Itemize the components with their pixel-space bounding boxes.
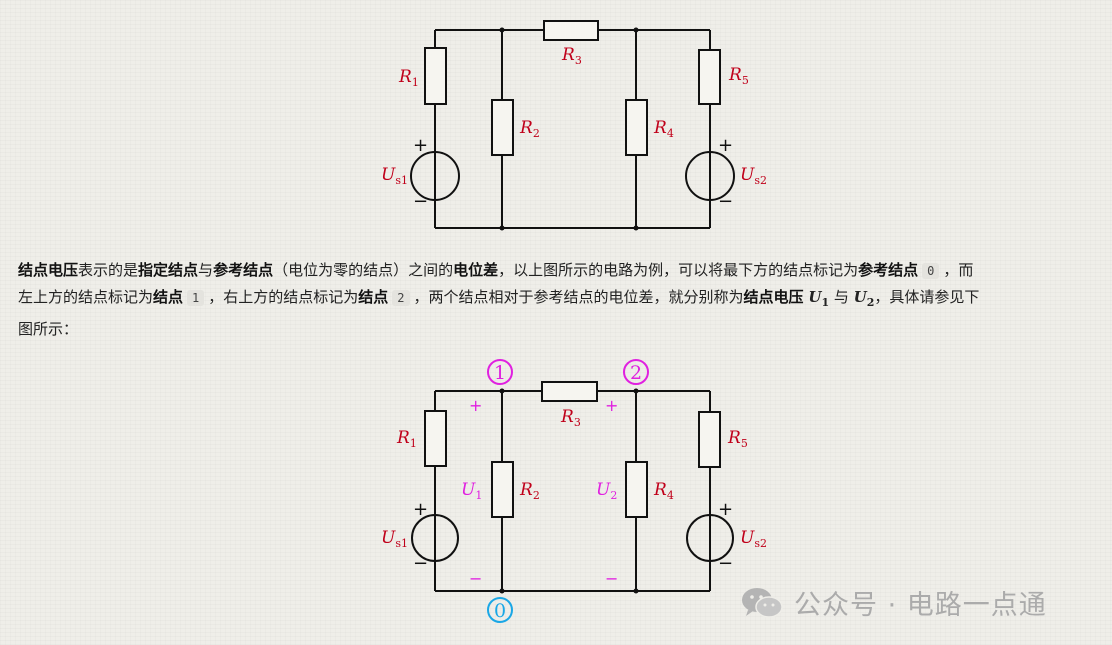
text-span: 与 <box>198 261 214 279</box>
node-1-label: 1 <box>494 362 506 384</box>
watermark: 公众号 · 电路一点通 <box>740 583 1047 622</box>
term-specified-node: 指定结点 <box>138 261 199 279</box>
label-us1: Us1 <box>381 165 408 187</box>
us2-minus-sign: − <box>718 553 733 574</box>
node-2-marker: 2 <box>623 359 649 385</box>
explanation-paragraph: 结点电压表示的是指定结点与参考结点（电位为零的结点）之间的电位差，以上图所示的电… <box>18 257 1112 342</box>
math-u2-base: U <box>853 288 867 306</box>
term-node-voltage-2: 结点电压 <box>743 288 804 306</box>
us2-minus-sign: − <box>718 191 733 212</box>
math-u1-sub: 1 <box>821 296 830 309</box>
label-r3: R3 <box>561 45 582 67</box>
label-r2: R2 <box>519 118 540 140</box>
us2-plus-sign: + <box>718 499 733 520</box>
math-u2-sub: 2 <box>866 296 875 309</box>
text-span: （电位为零的结点）之间的 <box>273 261 454 279</box>
label-us1: Us1 <box>381 528 408 550</box>
node-0-marker: 0 <box>487 597 513 623</box>
text-span: ，以上图所示的电路为例，可以将最下方的结点标记为 <box>498 261 859 279</box>
text-span: ，而 <box>943 261 974 279</box>
node-1-marker: 1 <box>487 359 513 385</box>
resistor-r3 <box>543 20 599 41</box>
math-u1: U1 <box>808 288 830 309</box>
u2-plus-sign: + <box>605 396 618 415</box>
resistor-r4 <box>625 461 648 518</box>
code-node-0: 0 <box>922 263 940 279</box>
resistor-r1 <box>424 410 447 467</box>
term-node-1: 结点 <box>153 288 184 306</box>
circuit-wires-bottom <box>434 390 711 592</box>
text-span: 表示的是 <box>78 261 139 279</box>
label-r5: R5 <box>727 428 748 450</box>
label-us2: Us2 <box>740 528 767 550</box>
u1-minus-sign: − <box>469 569 482 588</box>
label-r4: R4 <box>653 480 674 502</box>
text-span: 图所示： <box>18 320 79 338</box>
wechat-icon <box>742 587 783 618</box>
text-span: ，具体请参见下 <box>874 288 980 306</box>
term-reference-node: 参考结点 <box>213 261 274 279</box>
label-r5: R5 <box>728 65 749 87</box>
junction-dots <box>499 27 639 231</box>
voltage-source-us1 <box>410 151 460 201</box>
term-node-2: 结点 <box>358 288 389 306</box>
label-r2: R2 <box>519 480 540 502</box>
label-r3: R3 <box>560 407 581 429</box>
math-u2: U2 <box>853 288 875 309</box>
resistor-r5 <box>698 49 721 105</box>
us2-plus-sign: + <box>718 135 733 156</box>
text-span: 与 <box>833 288 849 306</box>
resistor-r5 <box>698 411 721 468</box>
resistor-r2 <box>491 99 514 156</box>
us1-minus-sign: − <box>413 553 428 574</box>
u2-minus-sign: − <box>605 569 618 588</box>
label-us2: Us2 <box>740 165 767 187</box>
code-node-2: 2 <box>392 290 410 306</box>
resistor-r1 <box>424 47 447 105</box>
circuit-wires <box>434 29 711 229</box>
term-reference-node-2: 参考结点 <box>858 261 919 279</box>
us1-minus-sign: − <box>413 191 428 212</box>
text-span: ，两个结点相对于参考结点的电位差，就分别称为 <box>413 288 744 306</box>
label-u2: U2 <box>596 480 617 502</box>
label-r1: R1 <box>396 428 417 450</box>
watermark-text: 公众号 · 电路一点通 <box>794 590 1047 621</box>
us1-plus-sign: + <box>413 499 428 520</box>
resistor-r2 <box>491 461 514 518</box>
code-node-1: 1 <box>187 290 205 306</box>
node-2-label: 2 <box>630 362 642 384</box>
voltage-source-us2 <box>686 514 734 562</box>
circuit-diagram-top: + − + − R1 R2 R3 R4 R5 Us1 Us2 <box>381 20 767 231</box>
math-u1-base: U <box>808 288 822 306</box>
u1-plus-sign: + <box>469 396 482 415</box>
resistor-r3 <box>541 381 598 402</box>
text-span: ，右上方的结点标记为 <box>208 288 359 306</box>
paragraph-line-3: 图所示： <box>18 316 1112 342</box>
voltage-source-us1 <box>411 514 459 562</box>
resistor-r4 <box>625 99 648 156</box>
label-r1: R1 <box>398 67 419 89</box>
term-potential-difference: 电位差 <box>453 261 499 279</box>
circuit-diagram-bottom: + − + − 1 2 0 + + − − R1 R2 R3 R4 R5 Us1… <box>381 359 767 623</box>
us1-plus-sign: + <box>413 135 428 156</box>
text-span: 左上方的结点标记为 <box>18 288 154 306</box>
label-r4: R4 <box>653 118 674 140</box>
voltage-source-us2 <box>685 151 735 201</box>
paragraph-line-1: 结点电压表示的是指定结点与参考结点（电位为零的结点）之间的电位差，以上图所示的电… <box>18 257 1112 284</box>
label-u1: U1 <box>461 480 482 502</box>
junction-dots-bottom <box>499 388 639 594</box>
term-node-voltage: 结点电压 <box>18 261 79 279</box>
node-0-label: 0 <box>494 600 506 622</box>
